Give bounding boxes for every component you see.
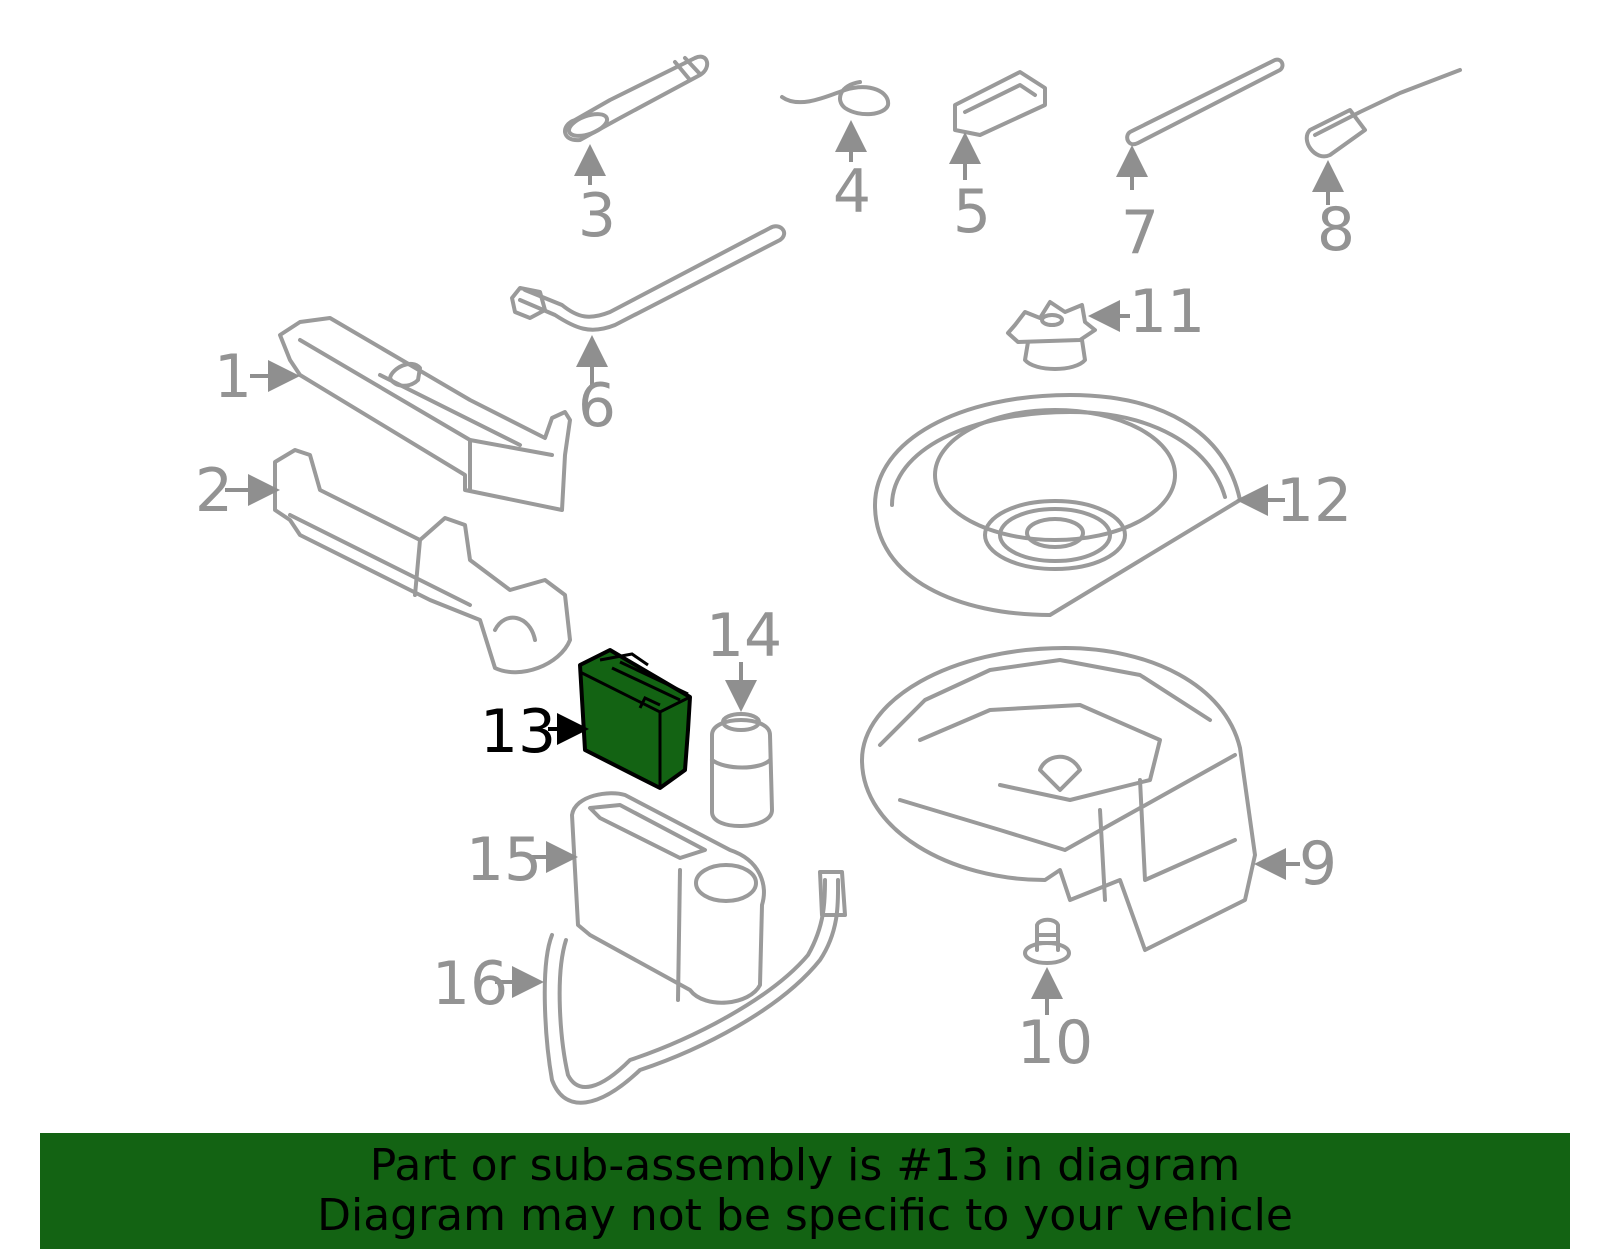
part-1-jack <box>278 316 572 512</box>
banner-line-2: Diagram may not be specific to your vehi… <box>317 1190 1293 1241</box>
part-3-tow-eye <box>563 54 710 143</box>
part-12-wheel-cover <box>873 393 1242 617</box>
part-2-jack-tray <box>273 448 572 675</box>
callout-4: 4 <box>833 157 871 227</box>
callout-10: 10 <box>1017 1008 1093 1078</box>
part-11-wing-nut <box>1006 300 1097 371</box>
callout-8: 8 <box>1317 195 1355 265</box>
callout-6: 6 <box>578 371 616 441</box>
part-9-foam-insert <box>860 646 1257 952</box>
part-15-compressor-case <box>570 791 766 1005</box>
callout-3: 3 <box>578 181 616 251</box>
part-5-holder <box>953 70 1047 137</box>
callout-2: 2 <box>195 456 233 526</box>
info-banner: Part or sub-assembly is #13 in diagram D… <box>40 1133 1570 1249</box>
callout-15: 15 <box>466 825 542 895</box>
part-14-bottle <box>710 712 774 829</box>
part-13-highlighted[interactable] <box>578 648 692 790</box>
callout-1: 1 <box>214 342 252 412</box>
part-7-rod <box>1125 57 1285 147</box>
callout-11: 11 <box>1129 277 1205 347</box>
callout-14: 14 <box>706 601 782 671</box>
banner-line-1: Part or sub-assembly is #13 in diagram <box>369 1140 1241 1191</box>
part-4-clip <box>780 80 891 117</box>
callout-13[interactable]: 13 <box>480 697 556 767</box>
callout-16: 16 <box>432 949 508 1019</box>
callout-9: 9 <box>1299 829 1337 899</box>
callout-7: 7 <box>1121 198 1159 268</box>
callout-12: 12 <box>1276 466 1352 536</box>
part-16-hose <box>542 870 847 1105</box>
part-6-handle <box>510 224 787 332</box>
callout-5: 5 <box>953 177 991 247</box>
part-8-tool <box>1304 68 1462 159</box>
part-10-bolt <box>1023 917 1071 965</box>
